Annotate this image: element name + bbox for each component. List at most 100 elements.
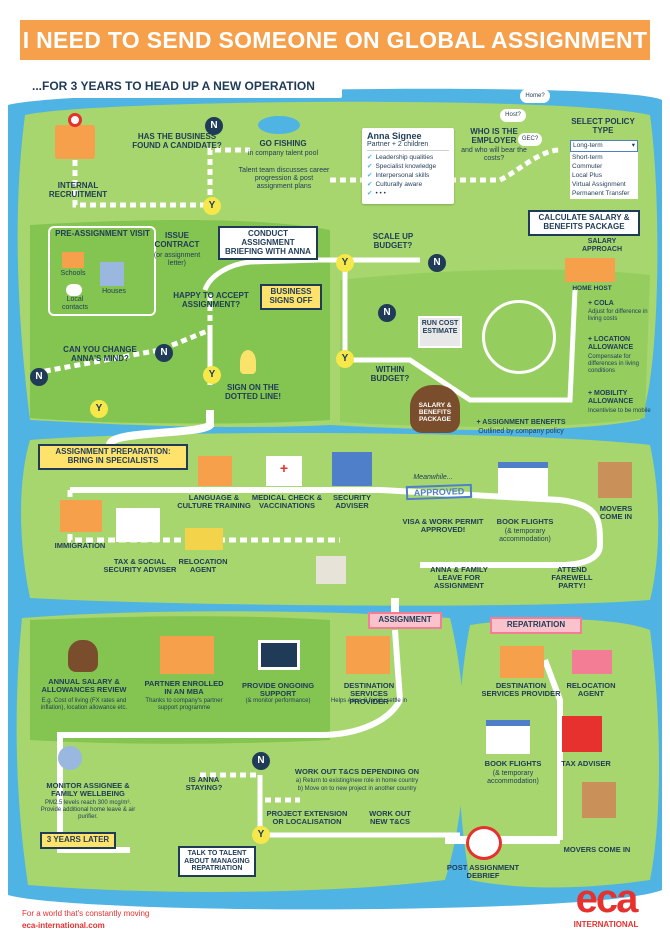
step-security: SECURITY ADVISER (333, 493, 371, 511)
candidate-card: Anna Signee Partner + 2 children ✔Leader… (362, 128, 454, 204)
node-yes: Y (252, 826, 270, 844)
candidate-detail: Partner + 2 children (367, 141, 449, 151)
section-assignment-preparation: ASSIGNMENT PREPARATION: BRING IN SPECIAL… (38, 444, 188, 470)
quill-icon (240, 350, 256, 374)
node-no: N (252, 752, 270, 770)
step-ongoing-support-sub: (& monitor performance) (245, 698, 311, 704)
ferris-wheel-icon (482, 300, 556, 374)
money-bag-icon (410, 385, 460, 433)
step-issue-contract: ISSUE CONTRACT (154, 231, 200, 249)
step-mobility-allowance-sub: Incentivise to be mobile (588, 408, 651, 414)
step-annual-review: ANNUAL SALARY & ALLOWANCES REVIEW (41, 677, 127, 695)
moving-boxes-icon (598, 462, 632, 498)
step-rep-tax: TAX ADVISER (561, 759, 611, 768)
path-connector (106, 410, 214, 447)
node-no: N (428, 254, 446, 272)
moving-truck-icon (185, 528, 223, 550)
step-assignment-benefits-sub: Outlined by company policy (478, 428, 564, 435)
section-conduct-briefing: CONDUCT ASSIGNMENT BRIEFING WITH ANNA (218, 226, 318, 261)
step-happy-to-accept: HAPPY TO ACCEPT ASSIGNMENT? (173, 291, 249, 309)
step-book-flights: BOOK FLIGHTS (496, 517, 554, 526)
eca-logo: eca (575, 877, 639, 921)
road-prep (70, 487, 604, 568)
node-yes: Y (203, 197, 221, 215)
step-post-debrief: POST ASSIGNMENT DEBRIEF (446, 863, 520, 881)
step-work-out-tcs-a: a) Return to existing/new role in home c… (295, 778, 419, 784)
school-icon (62, 252, 84, 268)
chevron-down-icon: ▾ (631, 142, 635, 149)
skill-item: ✔• • • (367, 190, 386, 197)
skill-item: ✔Culturally aware (367, 181, 423, 188)
step-change-mind: CAN YOU CHANGE ANNA'S MIND? (63, 345, 137, 363)
node-no: N (205, 117, 223, 135)
node-yes: Y (336, 254, 354, 272)
step-who-employer-sub: and who will bear the costs? (461, 147, 527, 163)
step-location-allowance-sub: Compensate for differences in living con… (588, 354, 639, 374)
policy-option[interactable]: Virtual Assignment (572, 181, 626, 188)
step-tax-social: TAX & SOCIAL SECURITY ADVISER (103, 557, 177, 575)
moving-boxes-icon (582, 782, 616, 818)
step-mobility-allowance: + MOBILITY ALLOWANCE (588, 390, 634, 405)
calculator-building-icon (418, 316, 462, 348)
check-icon: ✔ (367, 163, 373, 170)
node-yes: Y (203, 366, 221, 384)
road-mid (342, 258, 578, 403)
home-host-building-icon (565, 258, 615, 282)
step-talent-team: Talent team discusses career progression… (238, 167, 330, 191)
subtitle: ...FOR 3 YEARS TO HEAD UP A NEW OPERATIO… (24, 74, 342, 98)
section-assignment: ASSIGNMENT (368, 612, 442, 629)
policy-option[interactable]: Commuter (572, 163, 603, 170)
road-rep (542, 658, 563, 840)
step-monitor: MONITOR ASSIGNEE & FAMILY WELLBEING (46, 781, 130, 799)
house-icon (100, 262, 124, 286)
step-work-out-tcs-b: b) Move on to new project in another cou… (297, 786, 417, 792)
node-no: N (378, 304, 396, 322)
bubble-host: Host? (500, 109, 526, 122)
hospital-icon: + (266, 456, 302, 486)
step-dest-services: DESTINATION SERVICES PROVIDER (343, 681, 395, 707)
land-patch (30, 616, 330, 744)
step-home-host: HOME HOST (572, 285, 612, 292)
label-houses: Houses (102, 288, 126, 295)
title-banner: I NEED TO SEND SOMEONE ON GLOBAL ASSIGNM… (20, 20, 650, 60)
step-run-cost: RUN COST ESTIMATE (421, 320, 459, 335)
step-book-flights-sub: (& temporary accommodation) (499, 528, 551, 544)
step-new-tcs: WORK OUT NEW T&CS (369, 809, 411, 827)
policy-option[interactable]: Local Plus (572, 172, 602, 179)
step-select-policy: SELECT POLICY TYPE (571, 117, 635, 135)
step-internal-recruitment: INTERNAL RECRUITMENT (48, 181, 108, 199)
step-assignment-benefits: + ASSIGNMENT BENEFITS (476, 419, 566, 426)
fan-icon (58, 746, 82, 770)
step-pre-assignment-visit: PRE-ASSIGNMENT VISIT (55, 229, 150, 238)
skill-item: ✔Leadership qualities (367, 154, 434, 161)
step-immigration: IMMIGRATION (54, 541, 106, 550)
policy-select[interactable]: Long-term ▾ (570, 140, 638, 152)
destination-building-icon (346, 636, 390, 674)
school-icon (198, 456, 232, 486)
eca-logo-sub: INTERNATIONAL (573, 920, 639, 929)
check-icon: ✔ (367, 172, 373, 179)
skill-item: ✔Specialist knowledge (367, 163, 437, 170)
step-anna-staying: IS ANNA STAYING? (185, 775, 223, 793)
pre-assignment-frame (48, 226, 156, 316)
step-scale-up: SCALE UP BUDGET? (372, 232, 414, 250)
label-schools: Schools (60, 270, 86, 277)
step-rep-relocation: RELOCATION AGENT (566, 681, 616, 699)
policy-option[interactable]: Short-term (572, 154, 603, 161)
step-relocation-agent: RELOCATION AGENT (178, 557, 228, 575)
section-repatriation: REPATRIATION (490, 617, 582, 634)
policy-option[interactable]: Permanent Transfer (572, 190, 630, 197)
step-movers-in: MOVERS COME IN (599, 504, 633, 522)
node-no: N (30, 368, 48, 386)
step-rep-dest: DESTINATION SERVICES PROVIDER (481, 681, 561, 699)
step-visa: VISA & WORK PERMIT APPROVED! (402, 517, 484, 535)
target-icon (466, 826, 502, 860)
section-calculate-salary: CALCULATE SALARY & BENEFITS PACKAGE (528, 210, 640, 236)
step-salary-package: SALARY & BENEFITS PACKAGE (418, 402, 452, 424)
step-who-employer: WHO IS THE EMPLOYER (470, 127, 518, 145)
footer-url[interactable]: eca-international.com (22, 921, 105, 930)
check-icon: ✔ (367, 154, 373, 161)
step-location-allowance: + LOCATION ALLOWANCE (588, 336, 634, 351)
immigration-building-icon (60, 500, 102, 532)
